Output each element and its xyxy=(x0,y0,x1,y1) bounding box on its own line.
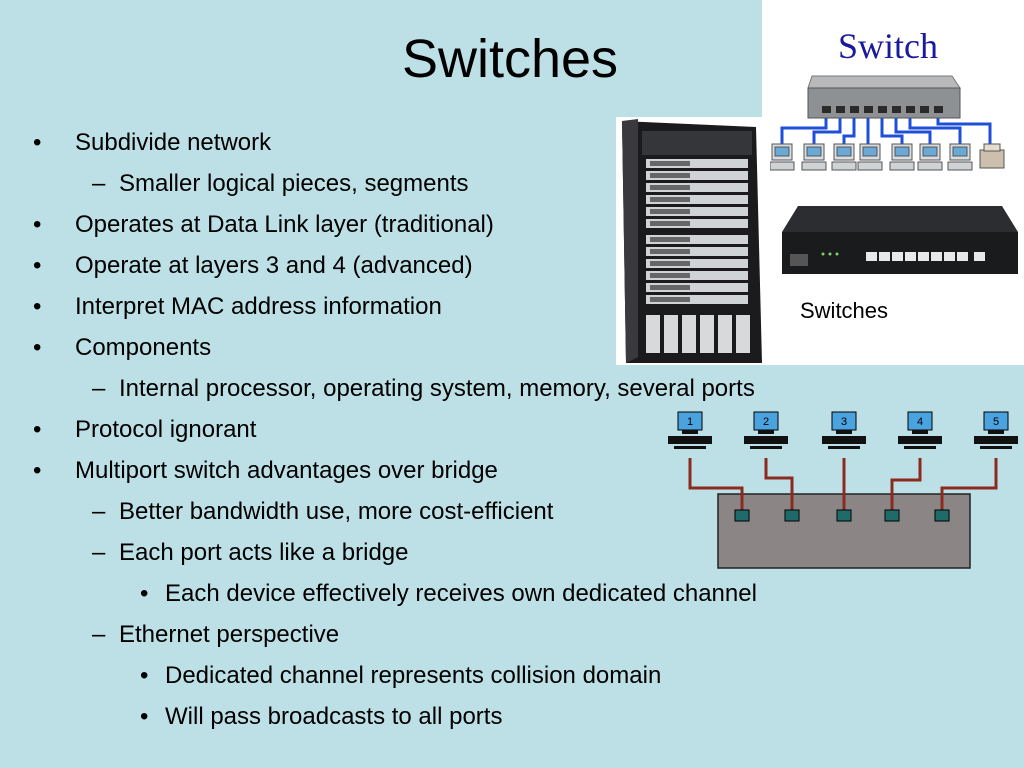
bullet-item: Multiport switch advantages over bridge xyxy=(75,457,498,484)
switch-port xyxy=(934,509,950,522)
switch-port xyxy=(836,509,852,522)
switch-figure-panel xyxy=(762,0,1024,365)
computer-icon xyxy=(744,411,788,449)
bullet-marker: • xyxy=(33,252,42,279)
dash-marker: – xyxy=(92,498,106,525)
slide-title: Switches xyxy=(401,29,619,89)
switch-port xyxy=(884,509,900,522)
computer-icon xyxy=(822,411,866,449)
dash-marker: – xyxy=(92,621,106,648)
switch-port xyxy=(734,509,750,522)
sub-bullet-item: Smaller logical pieces, segments xyxy=(119,170,469,197)
bullet-marker: • xyxy=(140,662,149,689)
bullet-marker: • xyxy=(33,334,42,361)
switch-figure-label: Switch xyxy=(838,26,939,66)
computer-icon xyxy=(898,411,942,449)
bullet-item: Subdivide network xyxy=(75,129,272,156)
bullet-marker: • xyxy=(140,580,149,607)
sub-bullet-item: Internal processor, operating system, me… xyxy=(119,375,755,402)
sub-sub-bullet-item: Dedicated channel represents collision d… xyxy=(165,662,662,689)
bullet-marker: • xyxy=(33,293,42,320)
computer-icon xyxy=(974,411,1018,449)
sub-bullet-item: Ethernet perspective xyxy=(119,621,340,648)
figure-caption: Switches xyxy=(800,298,889,323)
sub-sub-bullet-item: Will pass broadcasts to all ports xyxy=(165,703,503,730)
computer-label: 3 xyxy=(841,416,847,428)
sub-sub-bullet-item: Each device effectively receives own ded… xyxy=(165,580,757,607)
switch-port xyxy=(784,509,800,522)
computer-label: 4 xyxy=(917,416,923,428)
bullet-item: Protocol ignorant xyxy=(75,416,257,443)
bullet-item: Operates at Data Link layer (traditional… xyxy=(75,211,494,238)
computer-label: 1 xyxy=(687,416,693,428)
bullet-marker: • xyxy=(33,416,42,443)
bullet-item: Operate at layers 3 and 4 (advanced) xyxy=(75,252,473,279)
dash-marker: – xyxy=(92,375,106,402)
bullet-item: Interpret MAC address information xyxy=(75,293,442,320)
bullet-marker: • xyxy=(33,457,42,484)
computer-label: 5 xyxy=(993,416,999,428)
chassis-switch-image xyxy=(616,117,766,365)
switch-port-diagram: 1 2 3 4 5 xyxy=(668,411,1018,569)
sub-bullet-item: Each port acts like a bridge xyxy=(119,539,409,566)
bullet-marker: • xyxy=(140,703,149,730)
sub-bullet-item: Better bandwidth use, more cost-efficien… xyxy=(119,498,554,525)
bullet-marker: • xyxy=(33,211,42,238)
switch-network-illustration xyxy=(770,75,1005,171)
bullet-marker: • xyxy=(33,129,42,156)
computer-label: 2 xyxy=(763,416,769,428)
desktop-switch-image xyxy=(782,206,1018,274)
dash-marker: – xyxy=(92,170,106,197)
computer-icon xyxy=(668,411,712,449)
dash-marker: – xyxy=(92,539,106,566)
bullet-item: Components xyxy=(75,334,212,361)
